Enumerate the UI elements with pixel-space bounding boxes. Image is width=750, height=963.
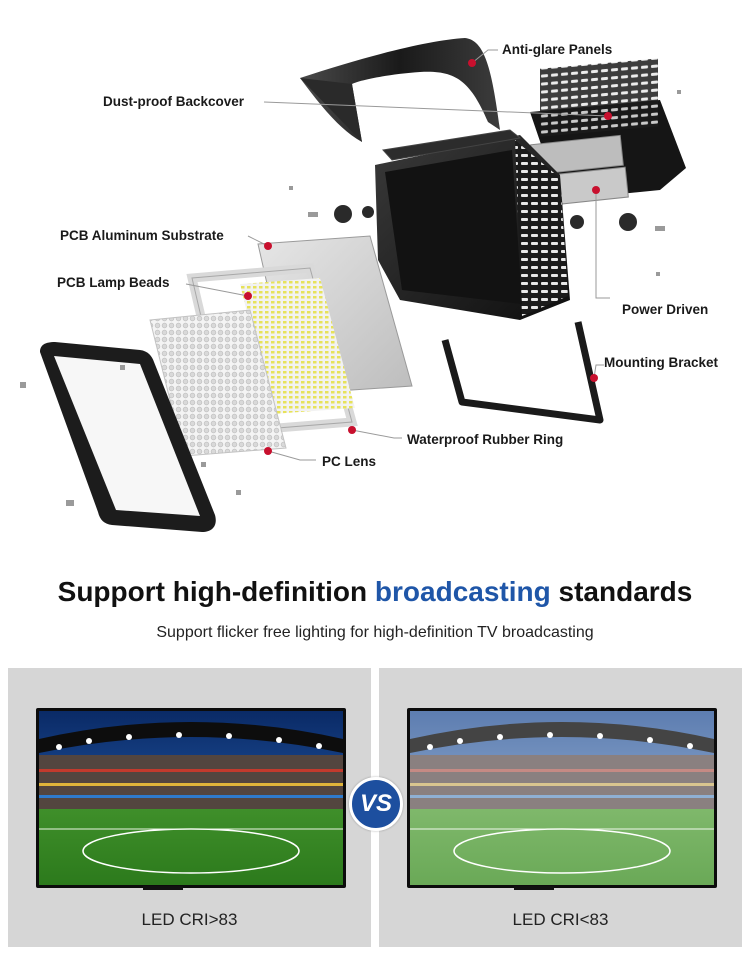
cri-label-low: LED CRI<83 [512,910,609,929]
label-pcb-lamp-beads: PCB Lamp Beads [57,275,170,290]
diagram-illustration [20,38,686,532]
headline-accent: broadcasting [374,576,551,607]
comparison-panel-right: LED CRI<83 [379,668,742,947]
subline: Support flicker free lighting for high-d… [156,624,594,641]
headline: Support high-definition broadcasting sta… [0,576,750,608]
headline-after: standards [558,576,693,607]
cri-label-high: LED CRI>83 [141,910,238,929]
label-pc-lens: PC Lens [322,454,377,469]
front-frame-illustration [40,342,216,532]
label-dust-proof-backcover: Dust-proof Backcover [103,94,245,109]
anti-glare-panel-illustration [300,38,500,142]
tv-screen-right [407,708,717,888]
headline-before: Support high-definition [57,576,368,607]
vs-badge: VS [349,777,403,831]
callout-markers [244,59,612,455]
label-pcb-aluminum-substrate: PCB Aluminum Substrate [60,228,224,243]
label-mounting-bracket: Mounting Bracket [604,355,719,370]
label-waterproof-rubber-ring: Waterproof Rubber Ring [407,432,564,447]
label-anti-glare-panels: Anti-glare Panels [502,42,613,57]
tv-stand-left [143,886,183,890]
tv-stand-right [514,886,554,890]
leader-lines [185,49,610,461]
housing-illustration [375,129,570,320]
mounting-bracket-illustration [441,321,604,424]
label-power-driven: Power Driven [622,302,709,317]
screws-illustration [20,90,681,506]
stadium-image-vivid [39,711,343,885]
exploded-diagram: Anti-glare Panels Dust-proof Backcover P… [20,38,719,532]
tv-screen-left [36,708,346,888]
stadium-image-washed [410,711,714,885]
comparison-panel-left: LED CRI>83 [8,668,371,947]
